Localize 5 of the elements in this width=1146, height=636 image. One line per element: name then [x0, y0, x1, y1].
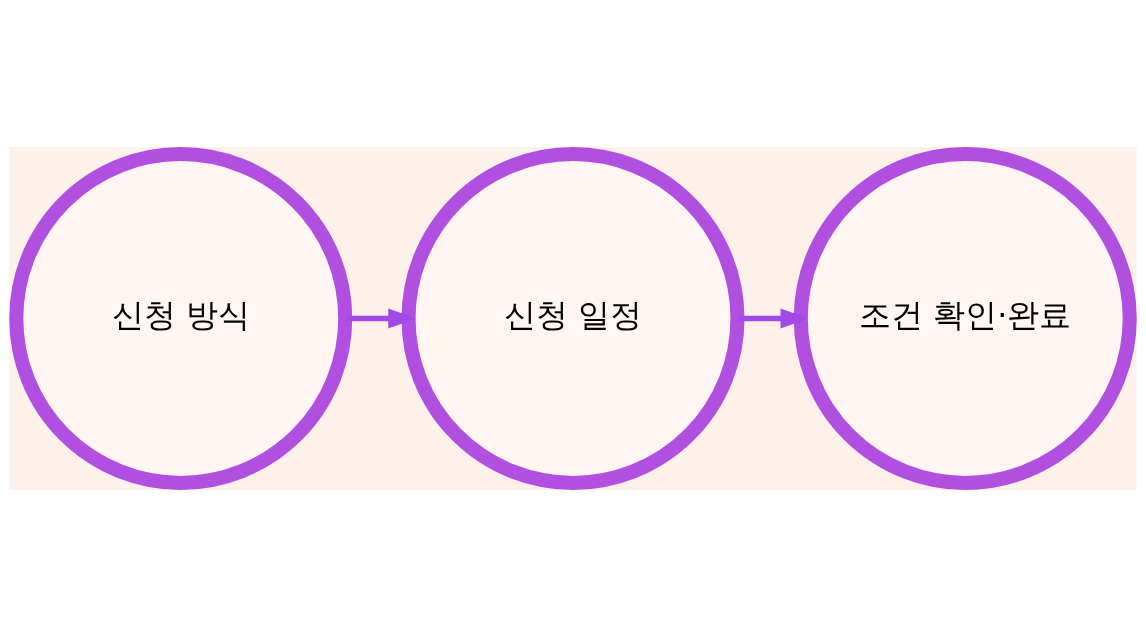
- node-circle: 신청 일정: [401, 146, 745, 490]
- node-circle: 조건 확인·완료: [793, 146, 1137, 490]
- node-circle: 신청 방식: [9, 146, 353, 490]
- arrow: [737, 308, 809, 328]
- arrow: [345, 308, 417, 328]
